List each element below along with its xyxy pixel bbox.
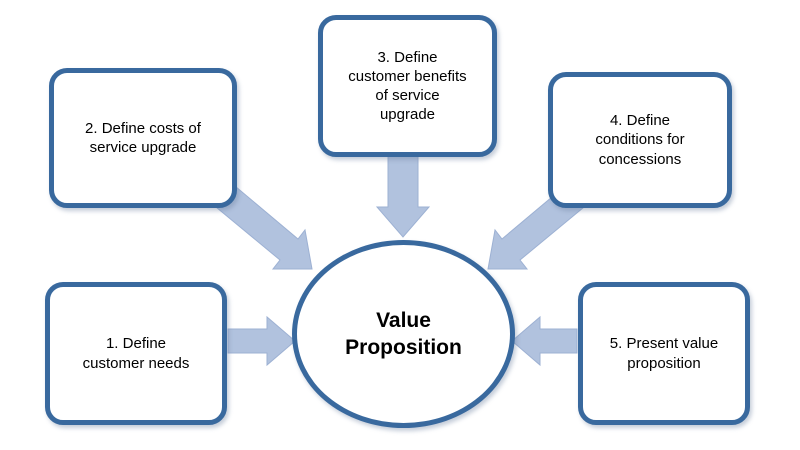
center-circle: Value Proposition xyxy=(292,240,515,428)
step-box-5: 5. Present value proposition xyxy=(578,282,750,425)
step-box-3: 3. Define customer benefits of service u… xyxy=(318,15,497,157)
step-box-2: 2. Define costs of service upgrade xyxy=(49,68,237,208)
center-label: Value Proposition xyxy=(345,308,462,359)
step-box-1: 1. Define customer needs xyxy=(45,282,227,425)
step-label-3: 3. Define customer benefits of service u… xyxy=(348,48,467,124)
step-box-4: 4. Define conditions for concessions xyxy=(548,72,732,208)
step-label-5: 5. Present value proposition xyxy=(609,335,719,372)
arrow-step1-to-center-icon xyxy=(227,315,296,367)
step-label-1: 1. Define customer needs xyxy=(82,335,190,372)
arrow-step3-to-center-icon xyxy=(375,154,431,238)
step-label-4: 4. Define conditions for concessions xyxy=(595,112,685,168)
arrow-step5-to-center-icon xyxy=(511,315,578,367)
step-label-2: 2. Define costs of service upgrade xyxy=(85,119,201,156)
